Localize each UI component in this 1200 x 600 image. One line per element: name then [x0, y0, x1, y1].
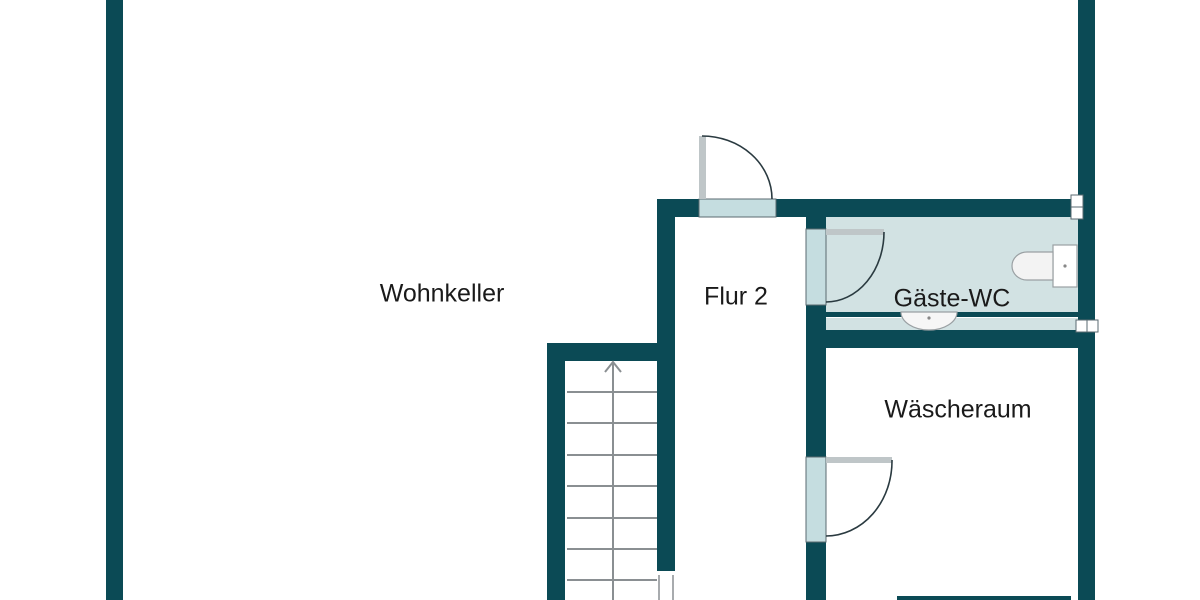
stair-arrow-icon [604, 360, 622, 373]
wall-flur-top-right [776, 199, 1078, 217]
room-label-wohnkeller: Wohnkeller [379, 279, 505, 308]
room-label-gaeste-wc: Gäste-WC [893, 284, 1011, 313]
stair-edge [658, 575, 674, 600]
door-wc [805, 228, 885, 306]
wall-flur-left [657, 199, 675, 571]
window-laundry [1075, 319, 1099, 333]
wall-stair-left [547, 343, 565, 600]
door-laundry [805, 456, 893, 543]
toilet-icon [1011, 244, 1078, 288]
room-label-flur-2: Flur 2 [704, 282, 768, 311]
wall-right-outer [1078, 0, 1095, 600]
sink-icon [900, 311, 958, 331]
wall-stair-top [547, 343, 675, 361]
wall-wc-bottom [826, 330, 1078, 348]
wall-left-outer [106, 0, 123, 600]
wall-flur-right-lower [806, 542, 826, 600]
wall-laundry-bottom [897, 596, 1071, 600]
room-label-waescheraum: Wäscheraum [884, 395, 1032, 424]
staircase [567, 360, 657, 600]
wc-floor-strip [826, 318, 1078, 330]
door-flur-top [698, 135, 777, 218]
wall-flur-right-upper [806, 199, 826, 229]
window-wc [1070, 194, 1084, 220]
wall-flur-right-mid [806, 305, 826, 457]
